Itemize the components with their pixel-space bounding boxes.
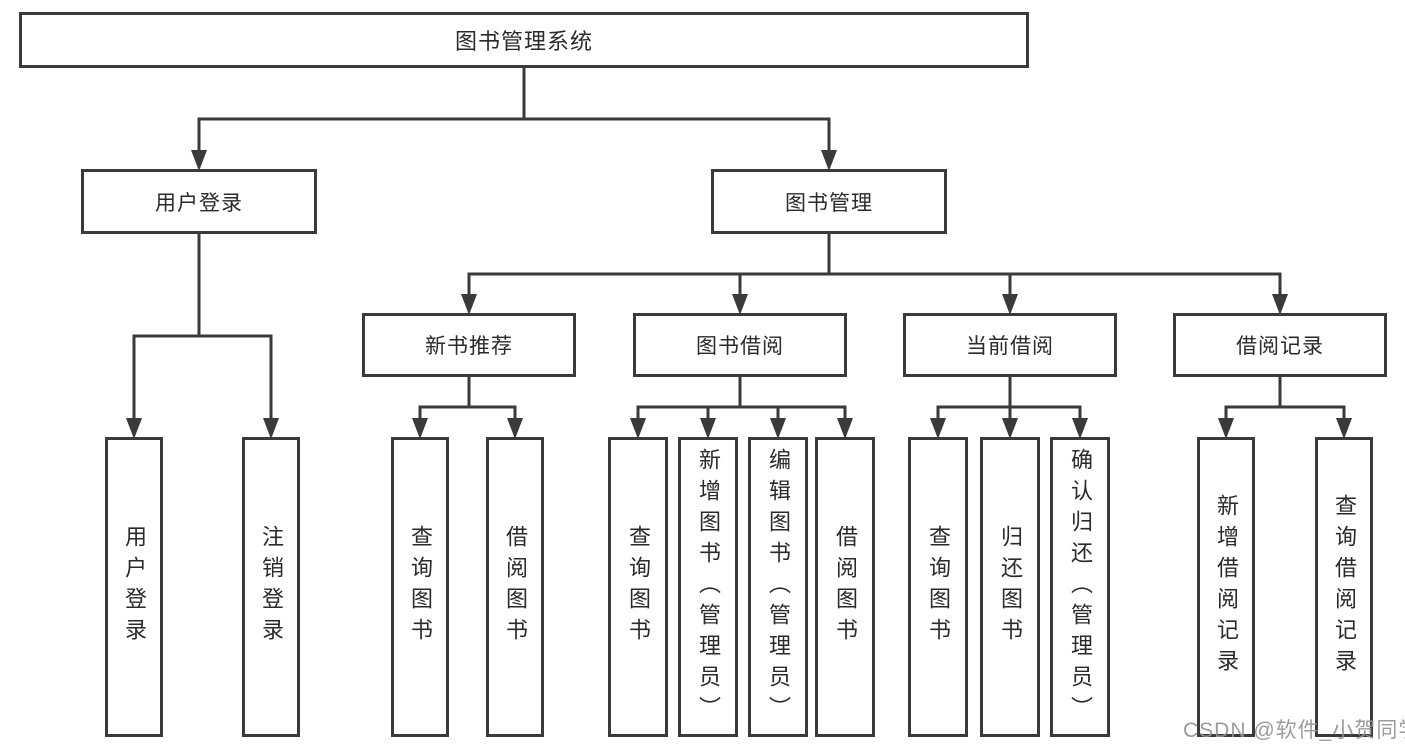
leaf-confirm-return-admin: 确认归还（管理员） <box>1050 437 1110 737</box>
leaf-edit-books-admin: 编辑图书（管理员） <box>748 437 808 737</box>
node-new-book-recommend: 新书推荐 <box>362 313 576 377</box>
leaf-query-borrow-record: 查询借阅记录 <box>1315 437 1373 737</box>
leaf-query-books-1: 查询图书 <box>391 437 449 737</box>
leaf-add-books-admin: 新增图书（管理员） <box>678 437 738 737</box>
leaf-return-books: 归还图书 <box>980 437 1040 737</box>
leaf-edit-books-admin-label: 编辑图书（管理员） <box>766 447 791 727</box>
leaf-borrow-books-2-label: 借阅图书 <box>833 525 858 649</box>
leaf-add-borrow-record-label: 新增借阅记录 <box>1214 494 1239 680</box>
node-book-borrow: 图书借阅 <box>633 313 847 377</box>
leaf-user-login-label: 用户登录 <box>122 525 147 649</box>
leaf-query-books-2-label: 查询图书 <box>626 525 651 649</box>
leaf-borrow-books-1-label: 借阅图书 <box>503 525 528 649</box>
node-user-login-label: 用户登录 <box>155 191 243 215</box>
leaf-query-books-3-label: 查询图书 <box>926 525 951 649</box>
leaf-add-borrow-record: 新增借阅记录 <box>1197 437 1255 737</box>
leaf-query-borrow-record-label: 查询借阅记录 <box>1332 494 1357 680</box>
leaf-borrow-books-1: 借阅图书 <box>486 437 544 737</box>
leaf-borrow-books-2: 借阅图书 <box>815 437 875 737</box>
leaf-logout-label: 注销登录 <box>259 525 284 649</box>
node-root-label: 图书管理系统 <box>454 29 593 54</box>
node-new-book-recommend-label: 新书推荐 <box>425 335 513 358</box>
csdn-watermark: CSDN @软件_小贺同学 <box>1183 719 1405 742</box>
leaf-query-books-3: 查询图书 <box>908 437 968 737</box>
node-borrow-records-label: 借阅记录 <box>1236 335 1324 358</box>
node-book-management-label: 图书管理 <box>785 191 873 215</box>
leaf-logout: 注销登录 <box>242 437 300 737</box>
node-book-management: 图书管理 <box>711 169 947 234</box>
node-user-login: 用户登录 <box>81 169 317 234</box>
node-book-borrow-label: 图书借阅 <box>696 335 784 358</box>
node-current-borrow: 当前借阅 <box>903 313 1117 377</box>
leaf-user-login: 用户登录 <box>105 437 163 737</box>
leaf-query-books-2: 查询图书 <box>608 437 668 737</box>
node-root: 图书管理系统 <box>19 12 1029 68</box>
leaf-query-books-1-label: 查询图书 <box>408 525 433 649</box>
leaf-return-books-label: 归还图书 <box>998 525 1023 649</box>
leaf-confirm-return-admin-label: 确认归还（管理员） <box>1068 447 1093 727</box>
leaf-add-books-admin-label: 新增图书（管理员） <box>696 447 721 727</box>
node-borrow-records: 借阅记录 <box>1173 313 1387 377</box>
node-current-borrow-label: 当前借阅 <box>966 335 1054 358</box>
